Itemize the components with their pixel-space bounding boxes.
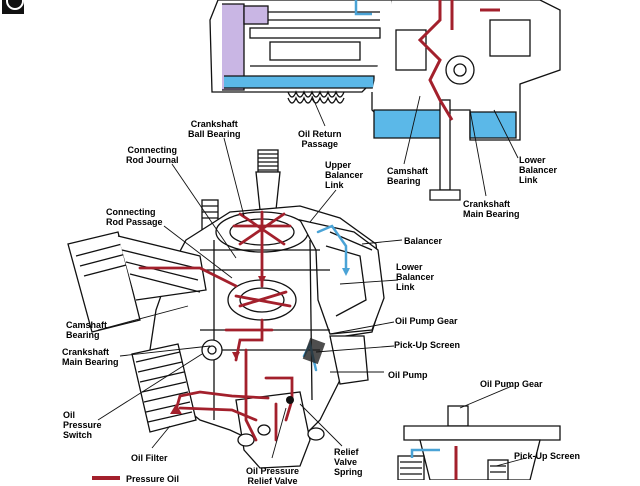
top-oil-return-path <box>354 0 372 16</box>
leader-lines <box>97 95 527 467</box>
pressure-oil-arrows <box>170 276 266 414</box>
label-pick-up-screen: Pick-Up Screen <box>394 340 461 350</box>
label-camshaft-bearing-top: Camshaft Bearing <box>387 166 429 186</box>
oil-pump-detail <box>397 405 561 480</box>
label-oil-pump: Oil Pump <box>388 370 428 380</box>
top-cutaway-housing <box>209 0 561 201</box>
pressure-oil-path <box>138 210 294 442</box>
label-oil-return-passage: Oil Return Passage <box>298 129 342 149</box>
label-connecting-rod-journal: Connecting Rod Journal <box>126 145 179 165</box>
top-pressure-oil-path <box>417 0 500 121</box>
relief-valve <box>286 396 294 404</box>
engine-block <box>131 149 385 469</box>
pick-up-screen-mesh <box>302 337 326 365</box>
label-crankshaft-main-bearing: Crankshaft Main Bearing <box>62 347 119 367</box>
label-oil-filter: Oil Filter <box>131 453 168 463</box>
label-legend-pressure-oil: Pressure Oil <box>126 474 180 484</box>
label-lower-balancer-link-top: Lower Balancer Link <box>519 155 558 185</box>
label-lower-balancer-link: Lower Balancer Link <box>396 262 435 292</box>
label-oil-pump-gear-detail: Oil Pump Gear <box>480 379 543 389</box>
label-connecting-rod-passage: Connecting Rod Passage <box>106 207 163 227</box>
label-pick-up-screen-detail: Pick-Up Screen <box>514 451 581 461</box>
label-oil-pump-gear: Oil Pump Gear <box>395 316 458 326</box>
oil-return-arrow <box>342 268 350 276</box>
oil-pump-detail-return-path <box>410 448 440 458</box>
label-crankshaft-main-bearing-top: Crankshaft Main Bearing <box>463 199 520 219</box>
label-upper-balancer-link: Upper Balancer Link <box>325 160 364 190</box>
label-oil-pressure-switch: Oil Pressure Switch <box>63 410 102 440</box>
label-camshaft-bearing: Camshaft Bearing <box>66 320 108 340</box>
label-oil-pressure-relief-valve: Oil Pressure Relief Valve <box>246 466 300 486</box>
corner-ring-icon <box>2 0 24 14</box>
label-relief-valve-spring: Relief Valve Spring <box>334 447 363 477</box>
label-balancer: Balancer <box>404 236 443 246</box>
label-crankshaft-ball-bearing: Crankshaft Ball Bearing <box>188 119 241 139</box>
